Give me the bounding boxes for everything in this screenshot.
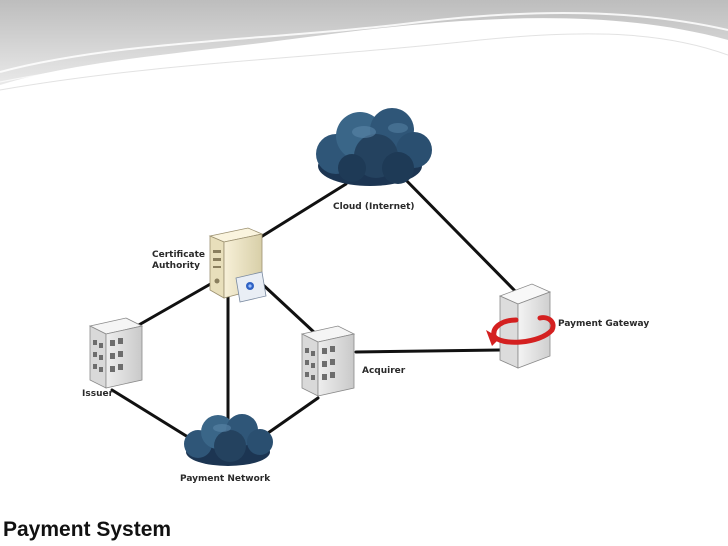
slide-title: Payment System (3, 518, 172, 541)
payment-network-label: Payment Network (180, 474, 271, 484)
payment-gateway-label: Payment Gateway (558, 319, 650, 329)
connector-acquirer-gateway (354, 348, 502, 354)
certificate-authority-label-line1: Certificate (152, 250, 206, 260)
connector-ca-issuer (128, 280, 216, 332)
header-swoosh (0, 0, 728, 91)
payment-network-cloud-icon (184, 414, 273, 466)
issuer-building-icon (88, 317, 144, 389)
acquirer-label: Acquirer (362, 366, 406, 376)
connector-cloud-gateway (398, 172, 522, 298)
acquirer-building-icon (300, 325, 356, 397)
connector-issuer-network (110, 388, 198, 444)
connectors (110, 172, 522, 444)
refresh-arrow-icon (491, 315, 556, 345)
cloud-internet-label: Cloud (Internet) (333, 202, 415, 212)
certificate-authority-label-line2: Authority (152, 261, 200, 271)
cloud-internet-icon (316, 108, 432, 186)
issuer-label: Issuer (82, 389, 114, 399)
certificate-authority-server-icon (208, 227, 267, 303)
connector-ca-acquirer (258, 280, 318, 336)
payment-gateway-server-icon (486, 283, 556, 369)
